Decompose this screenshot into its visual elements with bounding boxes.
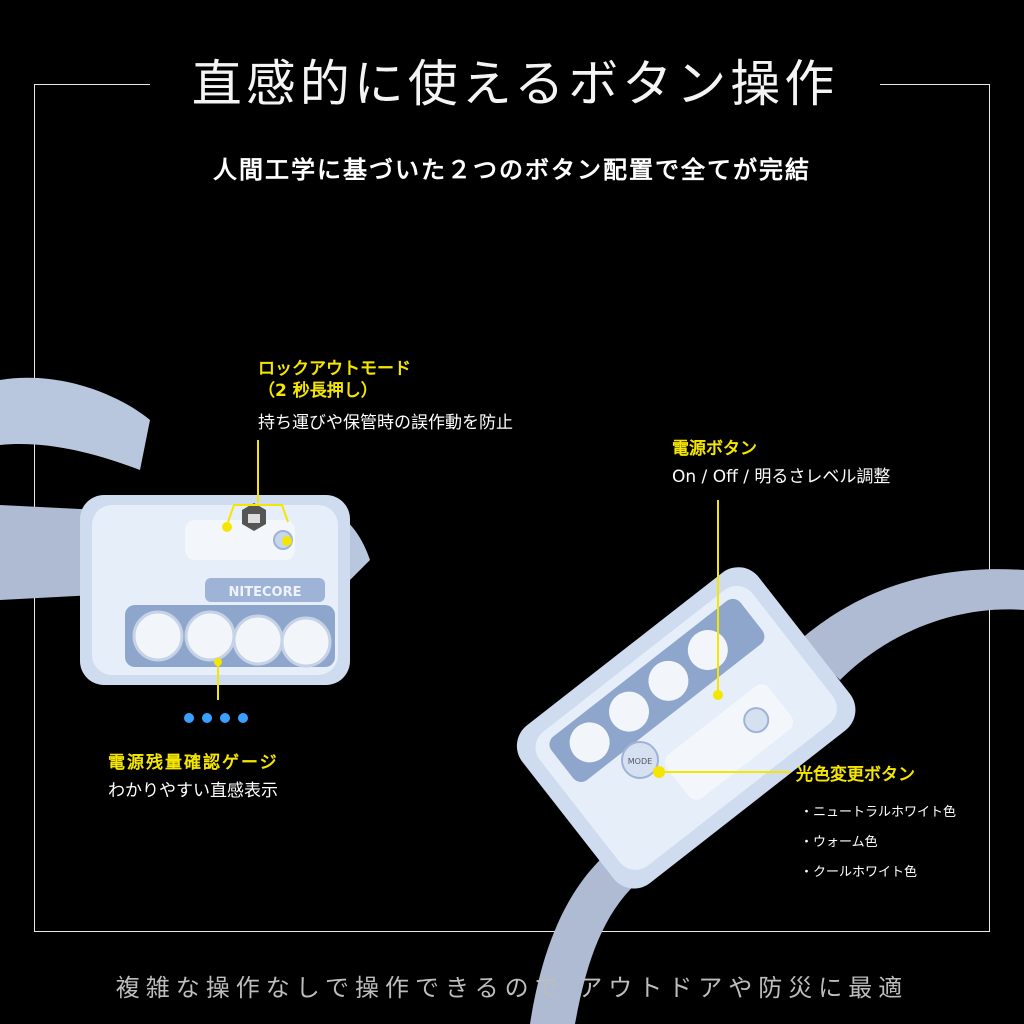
color-options-list: ・ニュートラルホワイト色 ・ウォーム色 ・クールホワイト色: [800, 798, 980, 888]
right-strap-top: [800, 569, 1024, 680]
mode-button-label: MODE: [628, 757, 652, 766]
leader-dots: [214, 522, 723, 778]
left-lamp-leds: [132, 610, 332, 668]
battery-gauge-title: 電源残量確認ゲージ: [108, 753, 279, 773]
color-option-cool: ・クールホワイト色: [800, 865, 918, 880]
left-lamp-brand: NITECORE: [229, 585, 302, 600]
page-title: 直感的に使えるボタン操作: [191, 55, 839, 113]
page-subtitle: 人間工学に基づいた２つのボタン配置で全てが完結: [213, 156, 811, 184]
right-lamp: [516, 567, 856, 889]
battery-gauge-leds: [184, 713, 248, 723]
leader-lines: [217, 440, 790, 773]
lockout-description: 持ち運びや保管時の誤作動を防止: [258, 413, 513, 433]
right-strap-bottom: [530, 860, 640, 1024]
mode-button: [621, 741, 659, 779]
color-option-neutral: ・ニュートラルホワイト色: [800, 805, 957, 820]
left-lamp-brand-plate: [205, 578, 325, 602]
power-button-title: 電源ボタン: [672, 439, 757, 459]
power-button-description: On / Off / 明るさレベル調整: [672, 467, 891, 487]
color-button-title: 光色変更ボタン: [796, 765, 915, 785]
left-lamp-button-panel: [185, 520, 295, 560]
footer-caption: 複雑な操作なしで操作できるので アウトドアや防災に最適: [115, 974, 909, 1002]
left-strap-side: [0, 505, 100, 600]
left-strap-top: [0, 377, 150, 470]
color-option-warm: ・ウォーム色: [800, 835, 878, 850]
title-mask: [150, 52, 880, 116]
lock-icon: [248, 514, 260, 523]
battery-gauge-description: わかりやすい直感表示: [108, 781, 278, 801]
lockout-title-line1: ロックアウトモード: [258, 359, 411, 379]
lockout-title-line2: （2 秒長押し）: [258, 381, 378, 401]
